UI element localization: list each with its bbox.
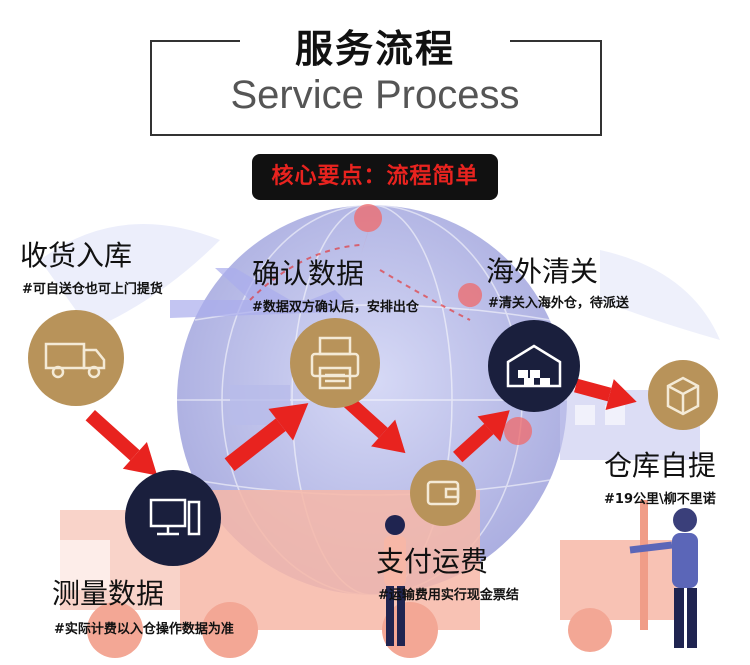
printer-icon [310,336,360,390]
step-5-title: 海外清关 [486,255,599,288]
step-3-title: 确认数据 [252,257,365,290]
step-6-desc: #19公里\柳不里诺 [604,492,716,507]
step-6-title: 仓库自提 [604,449,717,482]
step-2-desc: #实际计费以入仓操作数据为准 [54,622,234,637]
step-4-circle [410,460,476,526]
step-3-circle [290,318,380,408]
tagline-badge: 核心要点：流程简单 [252,154,498,200]
title-frame-top-left [150,40,240,42]
page-title-chinese: 服务流程 [294,26,455,71]
step-6-circle [648,360,718,430]
arrow-1 [85,410,158,476]
title-frame [150,40,602,136]
wallet-icon [426,480,460,506]
step-2-circle [125,470,221,566]
step-1-circle [28,310,124,406]
page-title-english: Service Process [230,73,520,117]
arrow-2 [224,403,309,472]
step-4-title: 支付运费 [376,545,489,578]
step-1-desc: #可自送仓也可上门提货 [22,282,163,297]
arrow-5 [574,378,637,411]
step-5-desc: #清关入海外仓，待派送 [488,296,629,311]
step-4-desc: #运输费用实行现金票结 [378,588,519,603]
warehouse-icon [506,344,562,388]
step-1-title: 收货入库 [20,239,133,272]
title-frame-top-right [510,40,600,42]
package-icon [666,376,700,416]
step-3-desc: #数据双方确认后，安排出仓 [252,300,419,315]
step-2-title: 测量数据 [52,577,165,610]
arrow-4 [453,410,510,463]
truck-icon [44,342,106,379]
step-5-circle [488,320,580,412]
computer-icon [149,498,201,536]
